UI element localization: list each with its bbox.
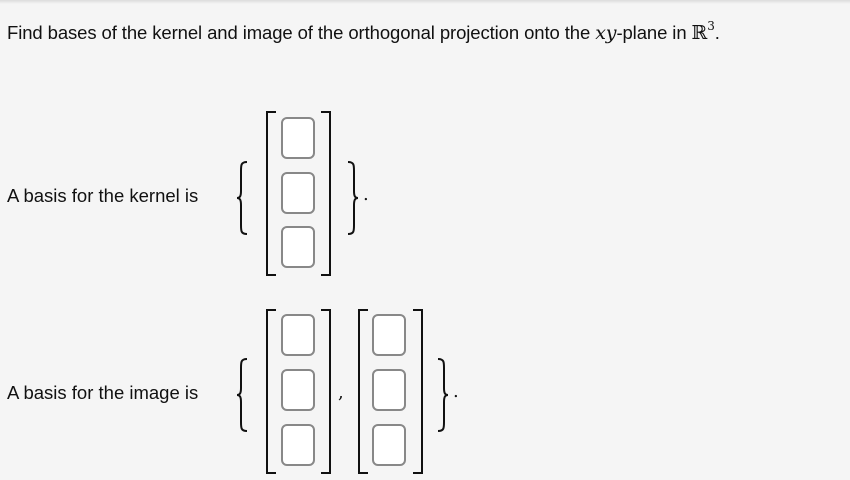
left-brace-icon (236, 161, 248, 235)
image-vector-2-entry-2[interactable] (372, 369, 406, 411)
right-brace-icon (437, 358, 449, 432)
question-prefix: Find bases of the kernel and image of th… (7, 22, 596, 43)
space-exponent: 3 (707, 19, 715, 33)
kernel-vector-1-left-bracket (266, 111, 276, 276)
image-vector-1-left-bracket (266, 309, 276, 474)
real-space-symbol: ℝ (691, 22, 708, 44)
kernel-period: . (363, 184, 369, 205)
math-variable-xy: xy (595, 22, 617, 44)
image-vector-2-left-bracket (358, 309, 368, 474)
image-period: . (453, 381, 459, 402)
question-mid: -plane in (616, 22, 692, 43)
image-vector-2-right-bracket (413, 309, 423, 474)
image-vector-1-entry-2[interactable] (281, 369, 315, 411)
kernel-vector-1-entry-1[interactable] (281, 117, 315, 159)
kernel-label: A basis for the kernel is (7, 185, 199, 206)
question-suffix: . (714, 22, 720, 43)
image-vector-1-right-bracket (321, 309, 331, 474)
kernel-vector-1-entry-2[interactable] (281, 172, 315, 214)
right-brace-icon (347, 161, 359, 235)
image-vector-2-entry-1[interactable] (372, 314, 406, 356)
image-label: A basis for the image is (7, 382, 199, 403)
vector-separator-comma: , (338, 382, 344, 403)
kernel-vector-1-right-bracket (321, 111, 331, 276)
question-prompt: Find bases of the kernel and image of th… (7, 19, 720, 44)
kernel-vector-1-entry-3[interactable] (281, 226, 315, 268)
image-vector-2-entry-3[interactable] (372, 424, 406, 466)
left-brace-icon (236, 358, 248, 432)
top-edge-divider (0, 0, 850, 4)
image-vector-1-entry-1[interactable] (281, 314, 315, 356)
image-vector-1-entry-3[interactable] (281, 424, 315, 466)
